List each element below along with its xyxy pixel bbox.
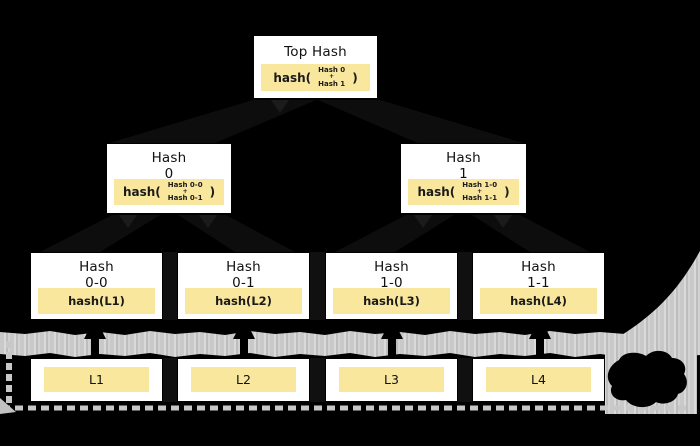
block-label: L3 bbox=[339, 367, 444, 392]
node-hash-1-1: Hash 1-1 hash(L4) bbox=[472, 252, 605, 320]
edge-hash1-to-tophash bbox=[318, 100, 527, 144]
node-title: Hash 0-1 bbox=[178, 259, 309, 292]
block-label: L4 bbox=[486, 367, 591, 392]
hash-function-strip: hash(L2) bbox=[185, 288, 302, 314]
hash-arg-2: Hash 1 bbox=[318, 79, 346, 88]
title-line1: Hash bbox=[521, 259, 556, 275]
sketch-swoosh bbox=[610, 250, 700, 344]
node-hash-0: Hash 0 hash( Hash 0-0 + Hash 0-1 ) bbox=[106, 143, 232, 214]
hash-arg-1: Hash 0 bbox=[318, 66, 346, 75]
block-l2: L2 bbox=[177, 358, 310, 402]
hash-function-strip: hash(L4) bbox=[480, 288, 597, 314]
edge-hash0-to-tophash bbox=[106, 100, 361, 144]
node-hash-0-0: Hash 0-0 hash(L1) bbox=[30, 252, 163, 320]
title-line2: 0-1 bbox=[232, 275, 255, 292]
hash-function-strip: hash(L1) bbox=[38, 288, 155, 314]
hash-fn-close: ) bbox=[209, 185, 216, 199]
block-label: L2 bbox=[191, 367, 296, 392]
node-hash-0-1: Hash 0-1 hash(L2) bbox=[177, 252, 310, 320]
hash-arg-1: Hash 0-0 bbox=[167, 180, 203, 189]
hash-args: Hash 1-0 + Hash 1-1 bbox=[462, 180, 498, 203]
hash-fn: hash(L4) bbox=[510, 294, 567, 308]
hash-fn-close: ) bbox=[504, 185, 510, 199]
hash-arg-plus: + bbox=[329, 73, 335, 81]
hash-fn-open: hash( bbox=[417, 185, 456, 199]
title-line2: 1-0 bbox=[380, 275, 403, 292]
hash-function-strip: hash( Hash 0 + Hash 1 ) bbox=[261, 64, 370, 91]
hash-arg-plus: + bbox=[477, 187, 483, 195]
node-title: Hash 1-0 bbox=[326, 259, 457, 292]
hash-fn-close: ) bbox=[352, 70, 358, 85]
node-hash-1: Hash 1 hash( Hash 1-0 + Hash 1-1 ) bbox=[400, 143, 527, 214]
block-l1: L1 bbox=[30, 358, 163, 402]
hash-fn-open: hash( bbox=[273, 70, 312, 85]
data-blocks-sketch-band bbox=[0, 331, 700, 357]
node-title: Hash 1 bbox=[401, 150, 526, 183]
hash-arg-2: Hash 0-1 bbox=[167, 194, 203, 203]
hash-fn: hash(L1) bbox=[68, 294, 125, 308]
edge-leafhash-to-hash1 bbox=[335, 215, 590, 252]
title-line2: 1-1 bbox=[527, 275, 550, 292]
node-title: Hash 0-0 bbox=[31, 259, 162, 292]
hash-function-strip: hash(L3) bbox=[333, 288, 450, 314]
title-line1: Hash bbox=[79, 259, 114, 275]
hash-arg-plus: + bbox=[182, 187, 188, 195]
title-line1: Hash bbox=[151, 150, 187, 166]
title-line2: 0-0 bbox=[85, 275, 108, 292]
node-hash-1-0: Hash 1-0 hash(L3) bbox=[325, 252, 458, 320]
column-gap-shadows bbox=[163, 252, 472, 402]
title-line1: Hash bbox=[446, 150, 481, 166]
node-title: Hash 1-1 bbox=[473, 259, 604, 292]
node-top-hash: Top Hash hash( Hash 0 + Hash 1 ) bbox=[253, 35, 378, 99]
title-line2: 1 bbox=[459, 166, 468, 183]
node-title: Hash 0 bbox=[107, 150, 231, 183]
title-line2: 0 bbox=[164, 166, 174, 183]
hash-arg-1: Hash 1-0 bbox=[462, 180, 498, 189]
hash-args: Hash 0-0 + Hash 0-1 bbox=[167, 180, 203, 203]
sketch-corner bbox=[0, 398, 16, 414]
hash-args: Hash 0 + Hash 1 bbox=[318, 66, 346, 88]
block-arrowheads bbox=[84, 317, 551, 360]
title-line1: Hash bbox=[374, 259, 409, 275]
hash-arg-2: Hash 1-1 bbox=[462, 194, 498, 203]
hash-fn: hash(L3) bbox=[363, 294, 420, 308]
hash-function-strip: hash( Hash 0-0 + Hash 0-1 ) bbox=[114, 179, 224, 205]
block-l4: L4 bbox=[472, 358, 605, 402]
hash-fn-open: hash( bbox=[122, 185, 161, 199]
hash-fn: hash(L2) bbox=[215, 294, 272, 308]
node-title: Top Hash bbox=[284, 44, 347, 60]
title-line1: Hash bbox=[226, 259, 261, 275]
block-label: L1 bbox=[44, 367, 149, 392]
data-blocks-scribble bbox=[607, 350, 687, 408]
block-l3: L3 bbox=[325, 358, 458, 402]
hash-function-strip: hash( Hash 1-0 + Hash 1-1 ) bbox=[408, 179, 519, 205]
edge-leafhash-to-hash0 bbox=[40, 215, 295, 252]
